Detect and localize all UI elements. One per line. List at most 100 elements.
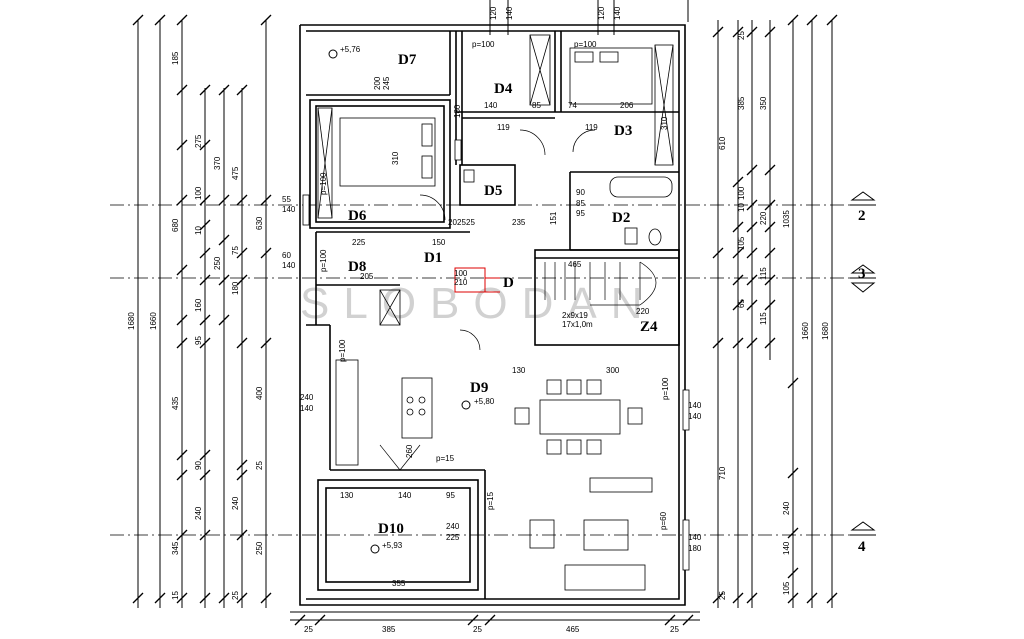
level-markers: +5,76 +5,80 +5,93 xyxy=(328,45,495,554)
svg-text:119: 119 xyxy=(585,123,598,132)
svg-text:65: 65 xyxy=(737,299,746,308)
svg-text:250: 250 xyxy=(255,541,264,555)
svg-text:240: 240 xyxy=(231,496,240,510)
room-labels: D7 D4 D3 D6 D5 D2 D8 D1 D Z4 D9 D10 xyxy=(348,52,658,537)
svg-text:240: 240 xyxy=(782,501,791,515)
svg-text:2: 2 xyxy=(858,208,866,224)
right-dimension-chains xyxy=(712,14,838,608)
svg-text:250: 250 xyxy=(213,256,222,270)
staircase xyxy=(544,261,657,306)
svg-text:140: 140 xyxy=(282,205,296,214)
living-furniture xyxy=(529,477,653,591)
svg-text:p=100: p=100 xyxy=(472,40,495,49)
svg-text:475: 475 xyxy=(231,166,240,180)
closets xyxy=(317,34,674,326)
svg-text:310: 310 xyxy=(660,116,669,130)
svg-text:100: 100 xyxy=(194,186,203,200)
exterior-walls xyxy=(299,24,686,606)
svg-text:p=100: p=100 xyxy=(661,377,670,400)
room-d7: D7 xyxy=(398,52,417,68)
svg-text:25: 25 xyxy=(466,218,475,227)
svg-text:220: 220 xyxy=(759,211,768,225)
svg-text:95: 95 xyxy=(446,491,455,500)
svg-text:100: 100 xyxy=(454,269,468,278)
svg-text:260: 260 xyxy=(405,444,414,458)
svg-text:225: 225 xyxy=(352,238,366,247)
section-marker-3: 3 xyxy=(850,264,876,293)
svg-text:180: 180 xyxy=(688,544,702,553)
svg-text:210: 210 xyxy=(454,278,468,287)
svg-text:385: 385 xyxy=(382,625,396,634)
bed-d3 xyxy=(569,47,653,105)
svg-text:60: 60 xyxy=(282,251,291,260)
room-d1: D1 xyxy=(424,250,442,266)
svg-text:120: 120 xyxy=(597,6,606,20)
svg-text:710: 710 xyxy=(718,466,727,480)
svg-text:140: 140 xyxy=(300,404,314,413)
kitchen-island xyxy=(335,359,433,466)
room-d6: D6 xyxy=(348,208,367,224)
svg-text:95: 95 xyxy=(194,336,203,345)
svg-text:17x1,0m: 17x1,0m xyxy=(562,320,593,329)
svg-text:75: 75 xyxy=(231,246,240,255)
svg-text:465: 465 xyxy=(568,260,582,269)
svg-text:140: 140 xyxy=(398,491,412,500)
svg-text:180: 180 xyxy=(453,104,462,118)
svg-text:245: 245 xyxy=(382,76,391,90)
svg-text:55: 55 xyxy=(282,195,291,204)
svg-text:120: 120 xyxy=(489,6,498,20)
svg-text:25: 25 xyxy=(457,218,466,227)
svg-text:105: 105 xyxy=(782,581,791,595)
svg-text:130: 130 xyxy=(512,366,526,375)
svg-text:160: 160 xyxy=(194,298,203,312)
svg-text:680: 680 xyxy=(171,218,180,232)
right-dimension-labels: 25 385 350 610 1035 220 100 10 105 115 6… xyxy=(718,31,830,600)
svg-text:25: 25 xyxy=(304,625,313,634)
room-z4: Z4 xyxy=(640,319,658,335)
room-d8: D8 xyxy=(348,259,366,275)
door-swings xyxy=(379,129,596,471)
entrance-marker xyxy=(454,267,500,293)
svg-text:100: 100 xyxy=(737,186,746,200)
svg-text:25: 25 xyxy=(737,31,746,40)
left-dimension-labels: 185 275 680 100 10 160 95 435 90 240 345… xyxy=(127,51,264,600)
svg-text:240: 240 xyxy=(300,393,314,402)
svg-text:4: 4 xyxy=(858,539,866,555)
svg-text:20: 20 xyxy=(448,218,457,227)
svg-text:206: 206 xyxy=(620,101,634,110)
svg-text:95: 95 xyxy=(576,209,585,218)
svg-text:220: 220 xyxy=(636,307,650,316)
svg-text:+5,93: +5,93 xyxy=(382,541,403,550)
svg-text:370: 370 xyxy=(213,156,222,170)
left-dimension-chains xyxy=(132,14,272,608)
svg-text:p=100: p=100 xyxy=(319,172,328,195)
svg-text:90: 90 xyxy=(576,188,585,197)
svg-text:p=15: p=15 xyxy=(436,454,455,463)
svg-text:p=60: p=60 xyxy=(659,511,668,530)
svg-text:240: 240 xyxy=(446,522,460,531)
svg-text:180: 180 xyxy=(231,281,240,295)
svg-text:140: 140 xyxy=(613,6,622,20)
svg-text:25: 25 xyxy=(231,591,240,600)
svg-text:610: 610 xyxy=(718,136,727,150)
svg-text:225: 225 xyxy=(446,533,460,542)
room-d3: D3 xyxy=(614,123,632,139)
dining-table xyxy=(514,379,643,455)
svg-text:205: 205 xyxy=(360,272,374,281)
svg-text:140: 140 xyxy=(688,412,702,421)
svg-text:240: 240 xyxy=(194,506,203,520)
svg-text:355: 355 xyxy=(392,579,406,588)
bottom-dimension-labels: 25 385 25 465 25 xyxy=(304,625,679,634)
svg-text:400: 400 xyxy=(255,386,264,400)
section-marker-2: 2 xyxy=(850,191,876,224)
toilet-d5 xyxy=(463,169,475,183)
svg-text:p=100: p=100 xyxy=(574,40,597,49)
svg-text:105: 105 xyxy=(737,236,746,250)
svg-text:185: 185 xyxy=(171,51,180,65)
svg-text:200: 200 xyxy=(373,76,382,90)
svg-text:10: 10 xyxy=(194,226,203,235)
svg-text:115: 115 xyxy=(759,312,768,325)
svg-text:150: 150 xyxy=(432,238,446,247)
svg-text:p=100: p=100 xyxy=(319,249,328,272)
svg-text:1660: 1660 xyxy=(149,312,158,330)
